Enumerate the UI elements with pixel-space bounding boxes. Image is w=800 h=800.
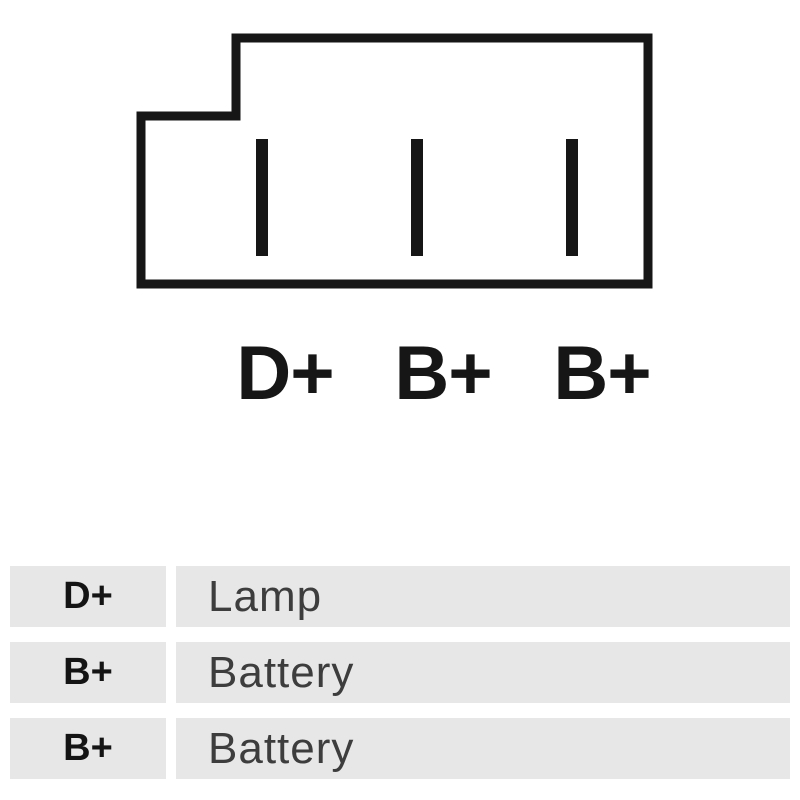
function-cell: Battery [176, 718, 790, 779]
terminal-pin-1 [256, 139, 268, 256]
connector-diagram [136, 33, 653, 289]
function-cell: Lamp [176, 566, 790, 627]
pin-cell: B+ [10, 718, 166, 779]
pin-cell: D+ [10, 566, 166, 627]
pin-label-dplus: D+ [236, 331, 334, 416]
table-row: B+ Battery [10, 718, 790, 779]
pin-label-bplus-2: B+ [553, 331, 651, 416]
connector-housing-outline [136, 33, 653, 289]
terminal-pin-3 [566, 139, 578, 256]
function-cell: Battery [176, 642, 790, 703]
pin-cell: B+ [10, 642, 166, 703]
table-row: D+ Lamp [10, 566, 790, 627]
pin-function-table: D+ Lamp B+ Battery B+ Battery [10, 566, 790, 794]
pin-label-bplus-1: B+ [394, 331, 492, 416]
table-row: B+ Battery [10, 642, 790, 703]
terminal-pin-2 [411, 139, 423, 256]
